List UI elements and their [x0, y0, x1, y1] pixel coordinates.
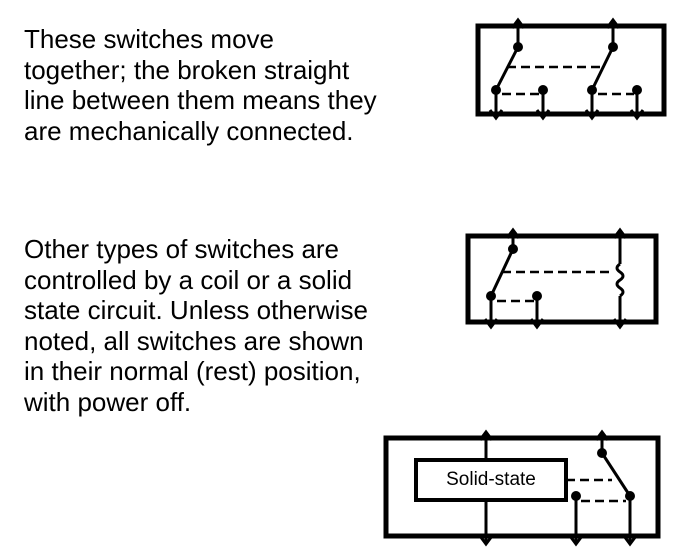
text-line: noted, all switches are shown [24, 325, 364, 356]
terminal-arrow-bottom [478, 535, 494, 547]
switch-blade [494, 46, 520, 91]
terminal-arrow-top [505, 227, 521, 239]
text-line: controlled by a coil or a solid [24, 264, 353, 295]
terminal-arrow-bottom [584, 90, 600, 121]
coil-symbol [615, 262, 625, 298]
diagram-coil-switch [465, 227, 659, 330]
diagram-frame [475, 23, 667, 117]
text-line: Other types of switches are [24, 234, 340, 264]
switch-blade [590, 46, 615, 91]
paragraph-other-switch-types: Other types of switches are controlled b… [24, 234, 368, 417]
diagram-frame [383, 435, 661, 539]
text-line: are mechanically connected. [24, 115, 354, 146]
diagram-frame [465, 233, 659, 325]
terminal-arrow-bottom [535, 90, 551, 121]
terminal-arrow-bottom [568, 496, 584, 547]
terminal-arrow-bottom [529, 296, 545, 330]
diagram-ganged-switches [475, 17, 667, 121]
text-line: line between them means they [24, 85, 377, 115]
terminal-arrow-bottom [612, 318, 628, 330]
text-line: state circuit. Unless otherwise [24, 295, 368, 325]
terminal-arrow-top [478, 429, 494, 441]
terminal-arrow-top [612, 227, 628, 239]
text-line: with power off. [24, 386, 192, 417]
solid-state-label: Solid-state [446, 469, 536, 490]
terminal-arrow-top [594, 429, 610, 441]
paragraph-mechanically-connected: These switches move together; the broken… [24, 24, 377, 146]
terminal-arrow-bottom [629, 90, 645, 121]
diagram-solid-state-switch: Solid-state [383, 429, 661, 547]
terminal-arrow-bottom [483, 296, 499, 330]
terminal-arrow-bottom [488, 90, 504, 121]
switch-blade [600, 452, 632, 497]
terminal-arrow-top [605, 17, 621, 29]
text-line: together; the broken straight [24, 54, 350, 85]
terminal-arrow-bottom [622, 496, 638, 547]
terminal-arrow-top [510, 17, 526, 29]
text-line: in their normal (rest) position, [24, 356, 361, 386]
text-line: These switches move [24, 24, 274, 54]
